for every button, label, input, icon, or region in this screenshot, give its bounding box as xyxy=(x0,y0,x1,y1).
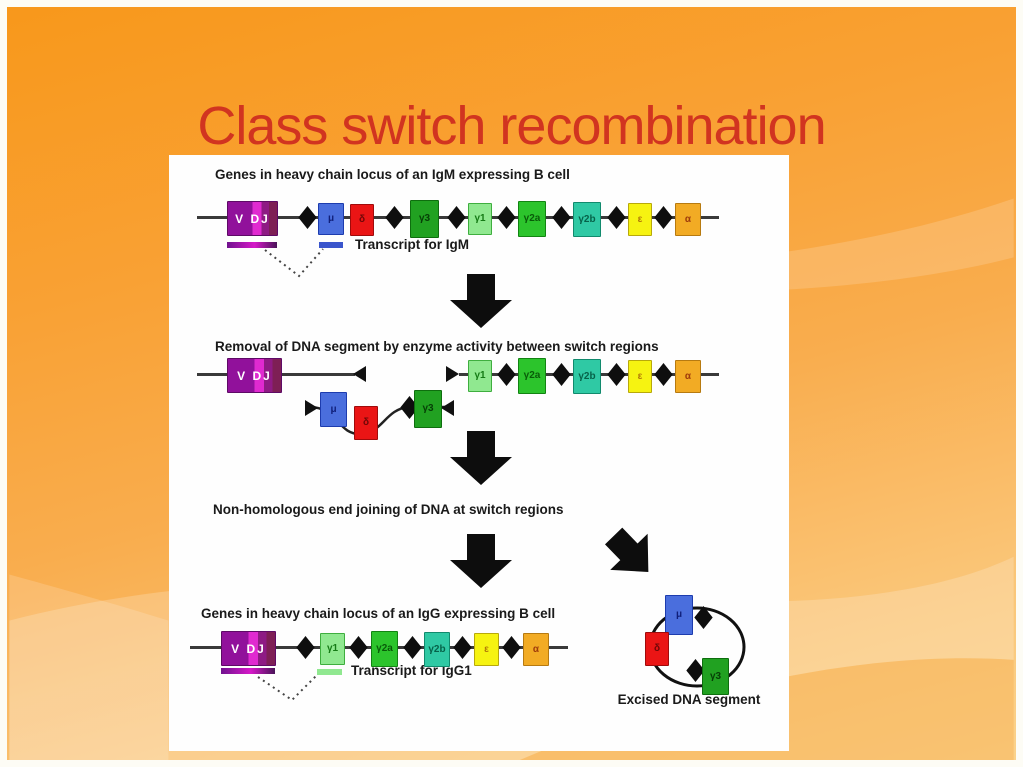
gene-segment-alpha: α xyxy=(675,203,701,236)
diagram-panel: Genes in heavy chain locus of an IgM exp… xyxy=(169,155,789,751)
gene-segment-vdj: V DJ xyxy=(227,201,278,236)
switch-region-icon xyxy=(607,363,626,386)
switch-half-icon xyxy=(446,366,459,382)
transcript-label-igm: Transcript for IgM xyxy=(355,237,470,252)
splice-dotted-lines xyxy=(264,248,324,278)
step3-heading: Non-homologous end joining of DNA at swi… xyxy=(213,502,564,517)
switch-half-icon xyxy=(305,400,318,416)
gene-segment-mu: μ xyxy=(318,203,344,235)
gene-segment-vdj: V DJ xyxy=(227,358,282,393)
gene-segment-gamma2b: γ2b xyxy=(424,632,450,667)
splice-dotted-lines xyxy=(257,675,317,702)
gene-segment-alpha: α xyxy=(675,360,701,393)
gene-segment-epsilon: ε xyxy=(628,203,652,236)
down-arrow-icon xyxy=(450,534,512,588)
switch-region-icon xyxy=(497,363,516,386)
gene-segment-gamma3: γ3 xyxy=(410,200,439,238)
switch-region-icon xyxy=(298,206,317,229)
diagonal-arrow-icon xyxy=(589,513,671,595)
switch-region-icon xyxy=(552,363,571,386)
gene-segment-gamma1: γ1 xyxy=(320,633,345,665)
step2-heading: Removal of DNA segment by enzyme activit… xyxy=(215,339,659,354)
switch-region-icon xyxy=(654,206,673,229)
gene-segment-delta: δ xyxy=(354,406,378,440)
gene-segment-gamma2a: γ2a xyxy=(371,631,398,667)
gene-segment-delta: δ xyxy=(645,632,669,666)
transcript-bar-vdj xyxy=(227,242,277,248)
switch-half-icon xyxy=(353,366,366,382)
gene-segment-gamma2a: γ2a xyxy=(518,201,546,237)
switch-region-icon xyxy=(453,636,472,659)
down-arrow-icon xyxy=(450,431,512,485)
transcript-bar-gamma1 xyxy=(317,669,342,675)
step1-heading: Genes in heavy chain locus of an IgM exp… xyxy=(215,167,570,182)
gene-segment-gamma3: γ3 xyxy=(414,390,442,428)
down-arrow-icon xyxy=(450,274,512,328)
transcript-bar-vdj xyxy=(221,668,275,674)
gene-segment-gamma2a: γ2a xyxy=(518,358,546,394)
gene-segment-alpha: α xyxy=(523,633,549,666)
gene-segment-mu: μ xyxy=(665,595,693,635)
switch-region-icon xyxy=(403,636,422,659)
switch-region-icon xyxy=(552,206,571,229)
gene-segment-gamma1: γ1 xyxy=(468,203,492,235)
gene-segment-gamma2b: γ2b xyxy=(573,359,601,394)
transcript-bar-mu xyxy=(319,242,343,248)
gene-segment-epsilon: ε xyxy=(474,633,499,666)
switch-region-icon xyxy=(497,206,516,229)
slide-title: Class switch recombination xyxy=(197,96,826,156)
step4-heading: Genes in heavy chain locus of an IgG exp… xyxy=(201,606,556,621)
gene-segment-gamma1: γ1 xyxy=(468,360,492,392)
gene-segment-gamma3: γ3 xyxy=(702,658,729,695)
switch-half-icon xyxy=(441,400,454,416)
switch-region-icon xyxy=(349,636,368,659)
switch-region-icon xyxy=(502,636,521,659)
switch-region-icon xyxy=(654,363,673,386)
switch-region-icon xyxy=(296,636,315,659)
gene-segment-gamma2b: γ2b xyxy=(573,202,601,237)
excised-dna-label: Excised DNA segment xyxy=(617,692,761,707)
gene-segment-epsilon: ε xyxy=(628,360,652,393)
switch-region-icon xyxy=(385,206,404,229)
gene-segment-mu: μ xyxy=(320,392,347,427)
switch-region-icon xyxy=(447,206,466,229)
switch-region-icon xyxy=(607,206,626,229)
gene-segment-delta: δ xyxy=(350,204,374,236)
transcript-label-igg1: Transcript for IgG1 xyxy=(351,663,472,678)
gene-segment-vdj: V DJ xyxy=(221,631,276,666)
